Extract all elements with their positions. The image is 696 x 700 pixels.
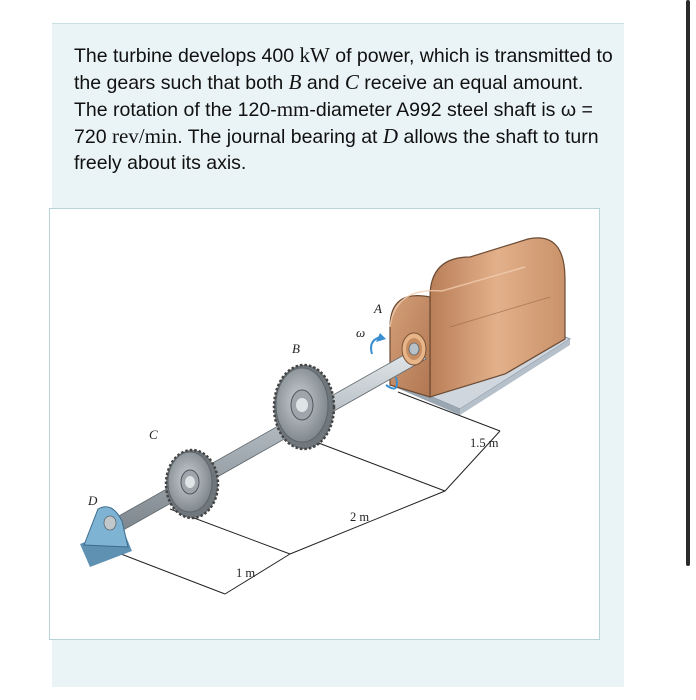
gear-b bbox=[272, 363, 336, 451]
power-unit: kW bbox=[299, 43, 330, 67]
journal-bearing-d bbox=[80, 506, 132, 567]
label-d: D bbox=[87, 493, 98, 508]
label-c: C bbox=[149, 427, 158, 442]
label-a: A bbox=[373, 301, 382, 316]
turbine-housing bbox=[389, 237, 566, 398]
scrollbar[interactable] bbox=[686, 0, 690, 566]
problem-text-6: . The journal bearing at bbox=[177, 126, 383, 148]
var-c: C bbox=[344, 70, 359, 94]
label-omega: ω bbox=[356, 325, 365, 340]
dimension-1m: 1 m bbox=[236, 566, 255, 580]
problem-text-5: -diameter A992 steel shaft is ω = 720 bbox=[74, 99, 593, 148]
label-b: B bbox=[292, 341, 300, 356]
dimension-2m: 2 m bbox=[350, 510, 369, 524]
problem-text-1: The turbine develops 400 bbox=[74, 45, 300, 67]
problem-text-4: receive an equal amount. The rotation of… bbox=[74, 72, 584, 121]
problem-text-2: of power, which is transmitted to the ge… bbox=[74, 45, 613, 94]
dimension-1-5m: 1.5 m bbox=[470, 436, 499, 450]
shaft-figure: A B C D ω 1 m 2 m 1.5 m bbox=[49, 208, 600, 640]
problem-text-3: and bbox=[301, 72, 345, 94]
gear-c bbox=[164, 448, 220, 520]
panel-top-border bbox=[52, 23, 624, 24]
var-d: D bbox=[382, 124, 399, 148]
omega-arrow bbox=[370, 333, 398, 390]
rate-unit: rev/min bbox=[111, 124, 178, 148]
var-b: B bbox=[288, 70, 302, 94]
problem-text-7: allows the shaft to turn freely about it… bbox=[74, 126, 599, 174]
problem-statement: The turbine develops 400 kW of power, wh… bbox=[74, 42, 614, 176]
mm-unit: mm bbox=[276, 97, 310, 121]
shaft-diagram: A B C D ω 1 m 2 m 1.5 m bbox=[80, 237, 572, 595]
